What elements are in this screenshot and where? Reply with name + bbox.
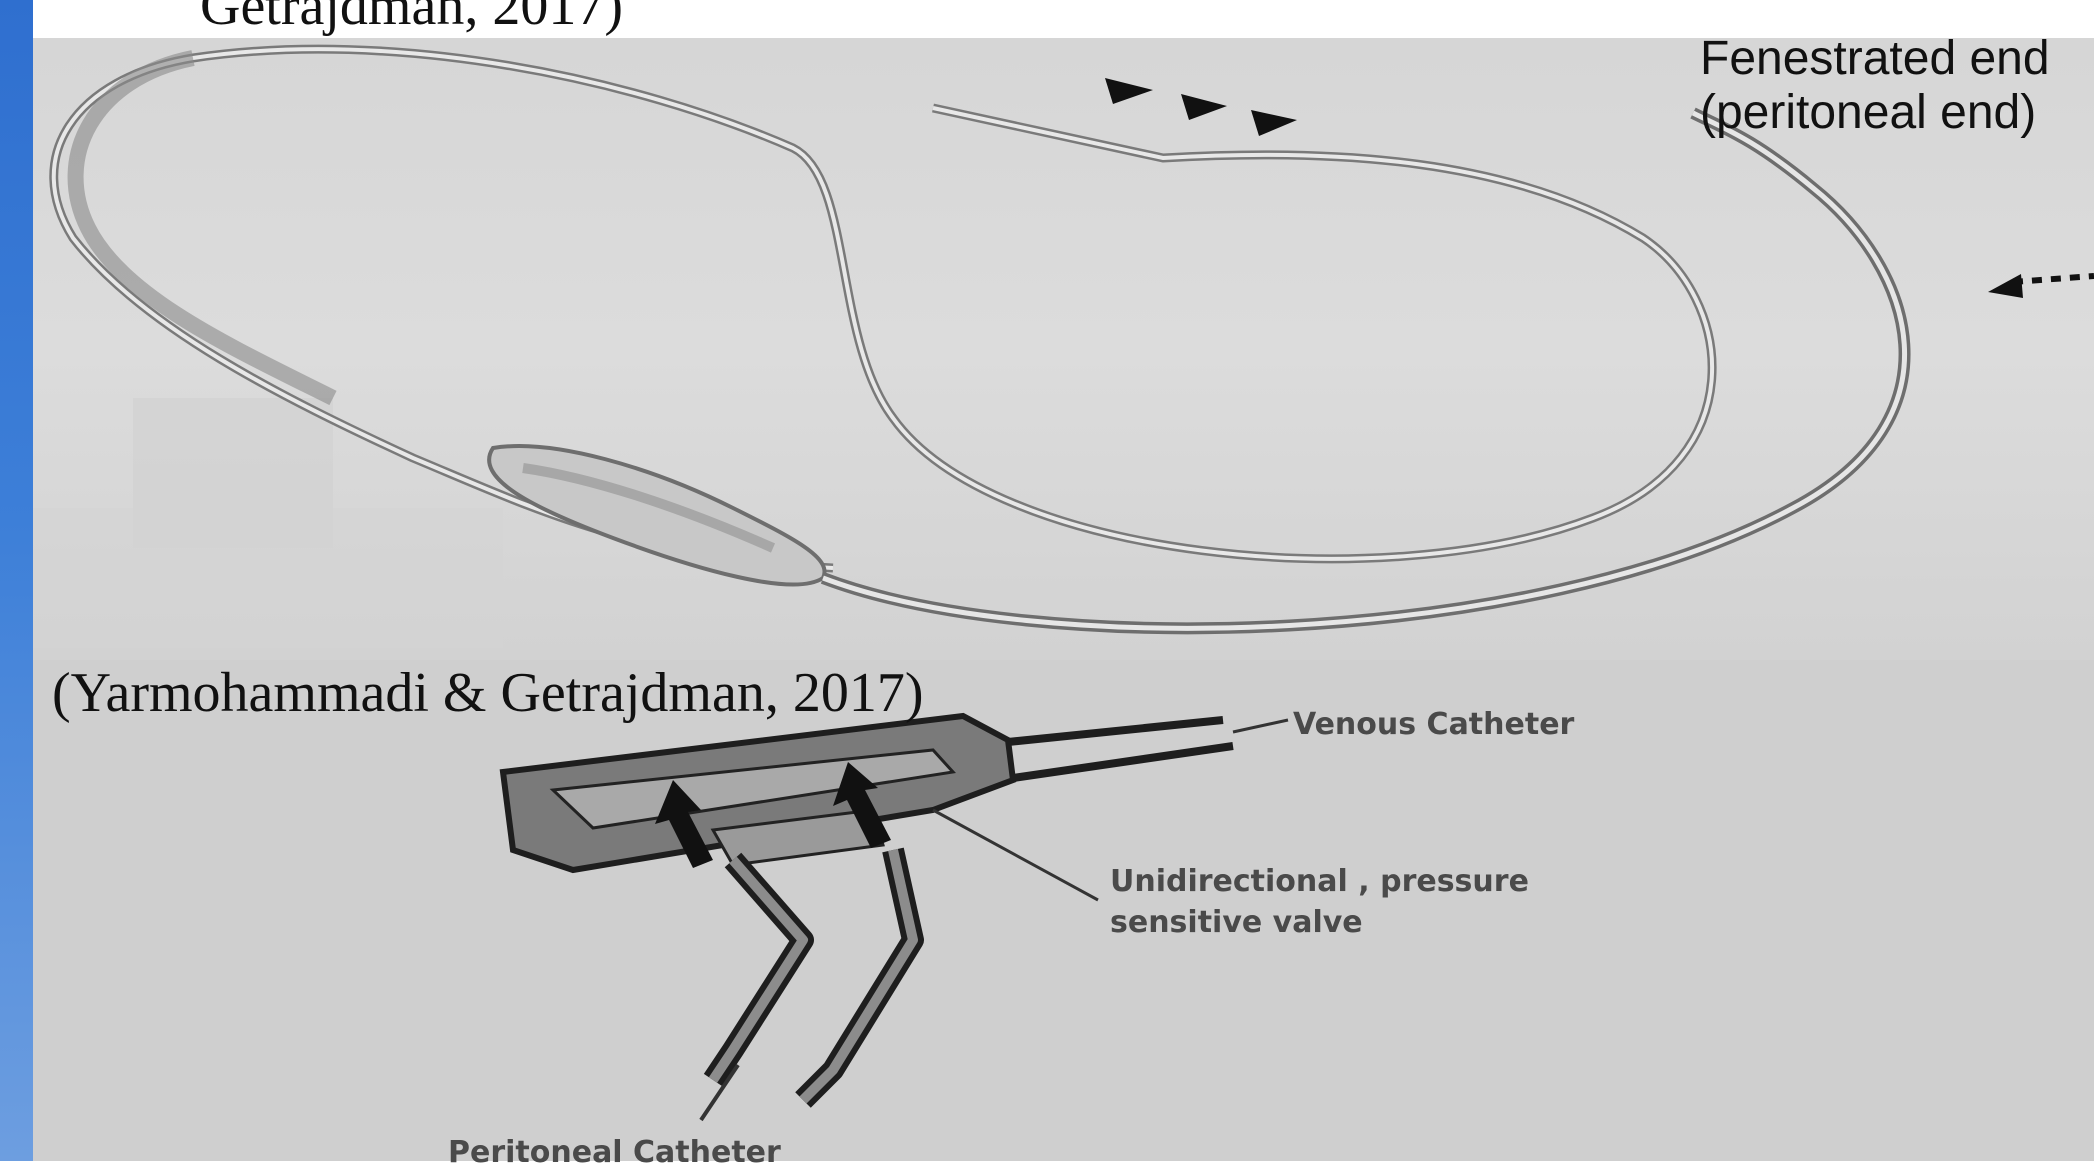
top-citation-caption: Getrajdman, 2017) [200,0,623,34]
peritoneal-leg-right-inner [803,850,913,1100]
slide-side-bar [0,0,33,1161]
valve-diagram [33,660,2094,1161]
valve-diagram-drawing [33,660,2094,1161]
arrowhead-marker [1251,110,1297,136]
dashed-pointer-line [2013,276,2094,282]
peritoneal-catheter-label: Peritoneal Catheter [448,1133,781,1174]
peritoneal-tail-highlight [823,113,1905,628]
middle-citation-caption: (Yarmohammadi & Getrajdman, 2017) [52,660,923,727]
fenestrated-end-label-line2: (peritoneal end) [1700,86,2050,140]
venous-leader-line [1233,720,1288,732]
arrowhead-marker [1105,78,1153,104]
photo-smudge [33,508,503,648]
dashed-pointer-arrowhead [1988,274,2023,298]
valve-label: Unidirectional , pressure sensitive valv… [1110,862,1529,943]
valve-label-line1: Unidirectional , pressure [1110,862,1529,903]
venous-tube-upper [1008,720,1223,742]
peritoneal-tail-outer [823,113,1905,628]
valve-label-line2: sensitive valve [1110,903,1529,944]
valve-leader-line [933,810,1098,900]
arrowhead-marker [1181,94,1227,120]
fenestrated-end-label: Fenestrated end (peritoneal end) [1700,32,2050,140]
fenestrated-end-label-line1: Fenestrated end [1700,32,2050,86]
venous-tube-lower [1013,746,1233,778]
venous-catheter-label: Venous Catheter [1293,705,1574,746]
